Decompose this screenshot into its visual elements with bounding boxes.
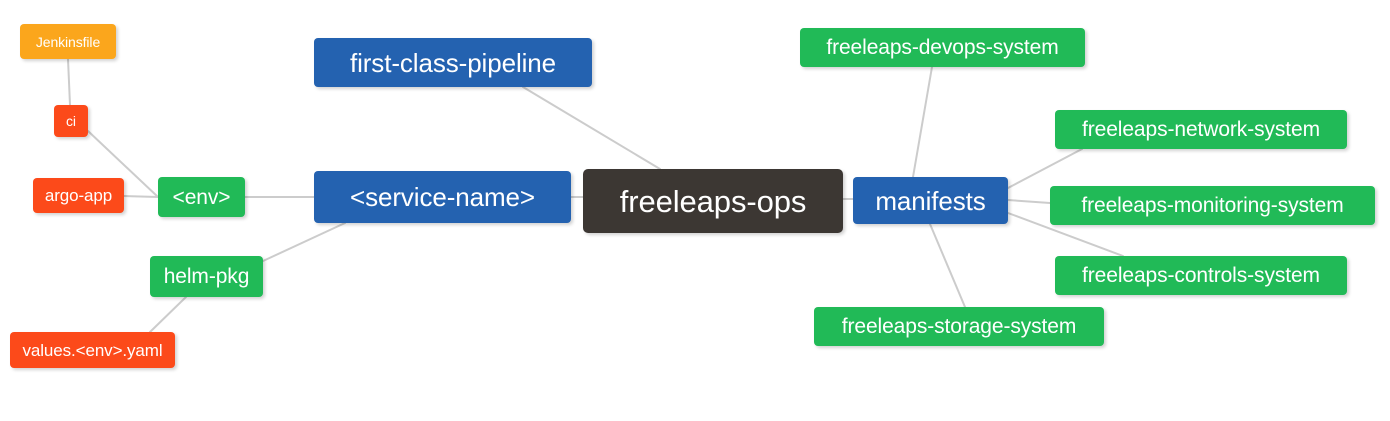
node-label: ci: [66, 113, 76, 129]
node-label: freeleaps-monitoring-system: [1081, 194, 1344, 217]
node-freeleaps-monitoring-system[interactable]: freeleaps-monitoring-system: [1050, 186, 1375, 225]
node-manifests[interactable]: manifests: [853, 177, 1008, 224]
node-freeleaps-controls-system[interactable]: freeleaps-controls-system: [1055, 256, 1347, 295]
edge-values-yaml-to-helm-pkg: [149, 296, 187, 333]
edge-freeleaps-devops-system-to-manifests: [912, 66, 933, 178]
node-env[interactable]: <env>: [158, 177, 245, 217]
edge-helm-pkg-to-service-name: [262, 222, 346, 262]
node-label: freeleaps-devops-system: [826, 36, 1059, 59]
node-values-yaml[interactable]: values.<env>.yaml: [10, 332, 175, 368]
node-freeleaps-ops[interactable]: freeleaps-ops: [583, 169, 843, 233]
node-label: first-class-pipeline: [349, 47, 557, 78]
node-label: helm-pkg: [163, 265, 250, 288]
node-service-name[interactable]: <service-name>: [314, 171, 571, 223]
node-jenkinsfile[interactable]: Jenkinsfile: [20, 24, 116, 59]
edge-first-class-pipeline-to-freeleaps-ops: [522, 86, 661, 170]
node-ci[interactable]: ci: [54, 105, 88, 137]
edge-manifests-to-freeleaps-storage-system: [929, 223, 966, 308]
node-label: manifests: [875, 185, 986, 216]
node-label: <env>: [172, 185, 231, 209]
node-label: argo-app: [44, 186, 113, 205]
node-label: freeleaps-ops: [619, 183, 807, 219]
node-freeleaps-storage-system[interactable]: freeleaps-storage-system: [814, 307, 1104, 346]
node-label: freeleaps-network-system: [1081, 118, 1320, 141]
node-helm-pkg[interactable]: helm-pkg: [150, 256, 263, 297]
edge-manifests-to-freeleaps-monitoring-system: [1007, 199, 1051, 204]
node-first-class-pipeline[interactable]: first-class-pipeline: [314, 38, 592, 87]
edge-argo-app-to-env: [123, 195, 159, 198]
node-argo-app[interactable]: argo-app: [33, 178, 124, 213]
node-label: values.<env>.yaml: [22, 340, 163, 360]
node-label: freeleaps-storage-system: [841, 315, 1077, 338]
node-freeleaps-network-system[interactable]: freeleaps-network-system: [1055, 110, 1347, 149]
edge-jenkinsfile-to-ci: [67, 58, 71, 106]
node-label: Jenkinsfile: [35, 33, 101, 50]
node-label: freeleaps-controls-system: [1082, 264, 1320, 287]
node-label: <service-name>: [349, 182, 536, 212]
node-freeleaps-devops-system[interactable]: freeleaps-devops-system: [800, 28, 1085, 67]
edge-manifests-to-freeleaps-network-system: [1007, 148, 1083, 189]
